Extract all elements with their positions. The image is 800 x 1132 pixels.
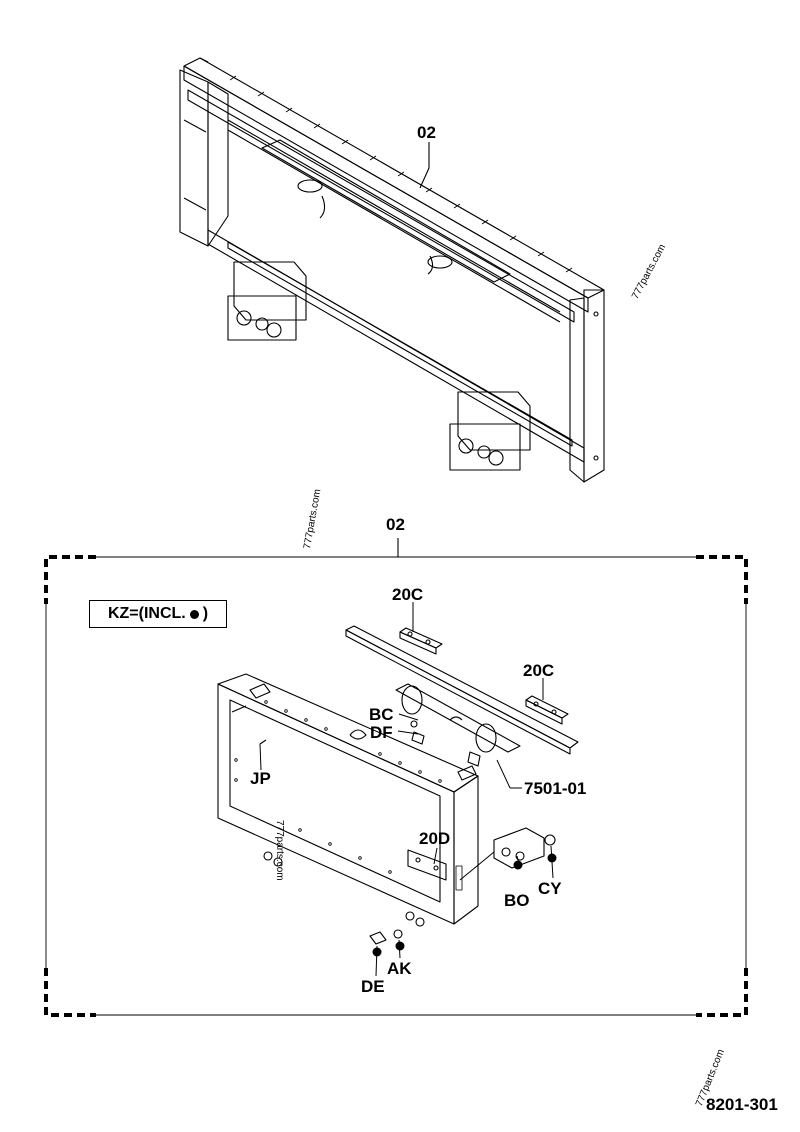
included-part-markers [372, 853, 557, 957]
exploded-view-drawing [217, 625, 579, 945]
callout-20c-b: 20C [523, 661, 555, 680]
group-boundary [44, 538, 748, 1017]
callout-02-top: 02 [417, 123, 436, 142]
callout-de: DE [361, 977, 385, 996]
drawing-number: 8201-301 [706, 1095, 778, 1114]
callout-ak: AK [387, 959, 412, 978]
watermark-3: 777parts.com [274, 820, 285, 881]
filled-dot-icon [189, 609, 199, 619]
legend-box: KZ=(INCL. ) [89, 600, 227, 628]
callout-jp: JP [250, 769, 271, 788]
legend-text: KZ=(INCL. [107, 605, 186, 622]
callout-bc: BC [369, 705, 394, 724]
callout-7501-01: 7501-01 [524, 779, 587, 798]
callout-02-group: 02 [386, 515, 405, 534]
callout-20c-a: 20C [392, 585, 424, 604]
top-leader [419, 142, 430, 189]
legend-close: ) [202, 605, 209, 622]
callout-df: DF [370, 723, 393, 742]
top-assembly-drawing [179, 57, 605, 483]
leader-lines [259, 602, 554, 977]
callout-bo: BO [504, 891, 530, 910]
callout-20d: 20D [419, 829, 451, 848]
callout-cy: CY [538, 879, 562, 898]
